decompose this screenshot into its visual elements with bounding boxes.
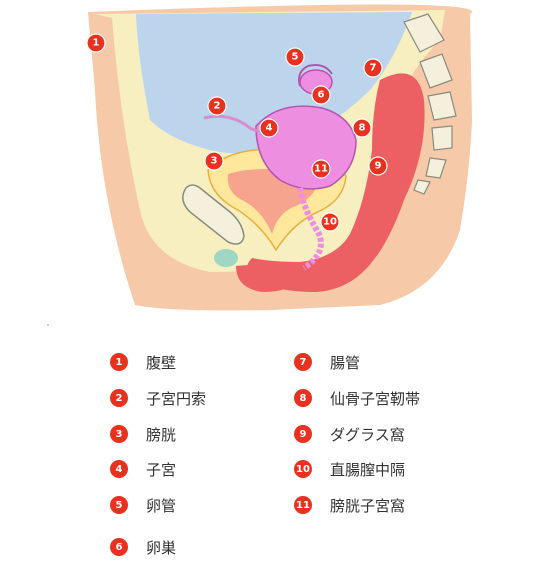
svg-text:1: 1	[93, 38, 100, 49]
legend-number: 1	[110, 353, 128, 371]
legend-item-11: 11 膀胱子宮窩	[294, 495, 405, 515]
legend: 1 腹壁 2 子宮円索 3 膀胱 4 子宮 5 卵管 6 卵巣 7 腸管 8 仙…	[0, 340, 550, 580]
legend-number: 10	[294, 460, 312, 478]
legend-label: 卵管	[146, 496, 177, 515]
sacrum-vertebrae	[403, 13, 457, 195]
svg-text:10: 10	[323, 217, 337, 228]
legend-number: 5	[110, 496, 128, 514]
svg-text:9: 9	[375, 161, 382, 172]
legend-number: 11	[294, 496, 312, 514]
marker-8: 8	[352, 118, 372, 138]
legend-number: 3	[110, 425, 128, 443]
uterus	[255, 105, 357, 190]
legend-number: 9	[294, 425, 312, 443]
svg-text:6: 6	[318, 90, 325, 101]
pelvic-anatomy-illustration: 1 2 3 4 5 6 7 8 9 10 11	[86, 4, 473, 311]
marker-2: 2	[207, 96, 227, 116]
pubic-fat-pad	[214, 249, 238, 267]
legend-item-8: 8 仙骨子宮靭帯	[294, 388, 420, 408]
marker-4: 4	[259, 118, 279, 138]
marker-6: 6	[311, 85, 331, 105]
legend-label: 腹壁	[146, 353, 177, 372]
svg-text:5: 5	[292, 52, 299, 63]
svg-text:2: 2	[214, 101, 221, 112]
svg-text:3: 3	[211, 156, 218, 167]
legend-item-2: 2 子宮円索	[110, 388, 206, 408]
marker-7: 7	[363, 58, 383, 78]
marker-9: 9	[368, 156, 388, 176]
legend-item-7: 7 腸管	[294, 352, 360, 372]
legend-number: 8	[294, 389, 312, 407]
legend-number: 4	[110, 460, 128, 478]
marker-11: 11	[311, 159, 331, 179]
marker-1: 1	[86, 33, 106, 53]
legend-number: 7	[294, 353, 312, 371]
marker-3: 3	[204, 151, 224, 171]
svg-text:8: 8	[359, 123, 366, 134]
svg-text:11: 11	[314, 164, 328, 175]
legend-label: 子宮円索	[146, 389, 207, 408]
legend-label: ダグラス窩	[330, 425, 405, 444]
legend-item-3: 3 膀胱	[110, 424, 176, 444]
legend-label: 子宮	[146, 460, 177, 479]
legend-item-10: 10 直腸膣中隔	[294, 459, 405, 479]
perineal-body	[236, 265, 300, 292]
pubic-bone	[182, 184, 245, 245]
legend-label: 腸管	[330, 353, 361, 372]
legend-number: 6	[110, 538, 128, 556]
legend-label: 膀胱子宮窩	[330, 496, 406, 515]
marker-10: 10	[320, 212, 340, 232]
svg-text:4: 4	[266, 123, 273, 134]
marker-5: 5	[285, 47, 305, 67]
legend-item-5: 5 卵管	[110, 495, 176, 515]
legend-item-4: 4 子宮	[110, 459, 176, 479]
svg-text:7: 7	[370, 63, 377, 74]
fallopian-tube	[298, 64, 333, 87]
rectum	[247, 73, 425, 292]
legend-label: 仙骨子宮靭帯	[330, 389, 421, 408]
legend-item-6: 6 卵巣	[110, 537, 176, 557]
legend-item-9: 9 ダグラス窩	[294, 424, 405, 444]
legend-number: 2	[110, 389, 128, 407]
legend-item-1: 1 腹壁	[110, 352, 176, 372]
vagina	[297, 187, 324, 271]
decorative-dot	[47, 324, 49, 326]
legend-label: 卵巣	[146, 538, 177, 557]
legend-label: 膀胱	[146, 425, 177, 444]
legend-label: 直腸膣中隔	[330, 460, 406, 479]
